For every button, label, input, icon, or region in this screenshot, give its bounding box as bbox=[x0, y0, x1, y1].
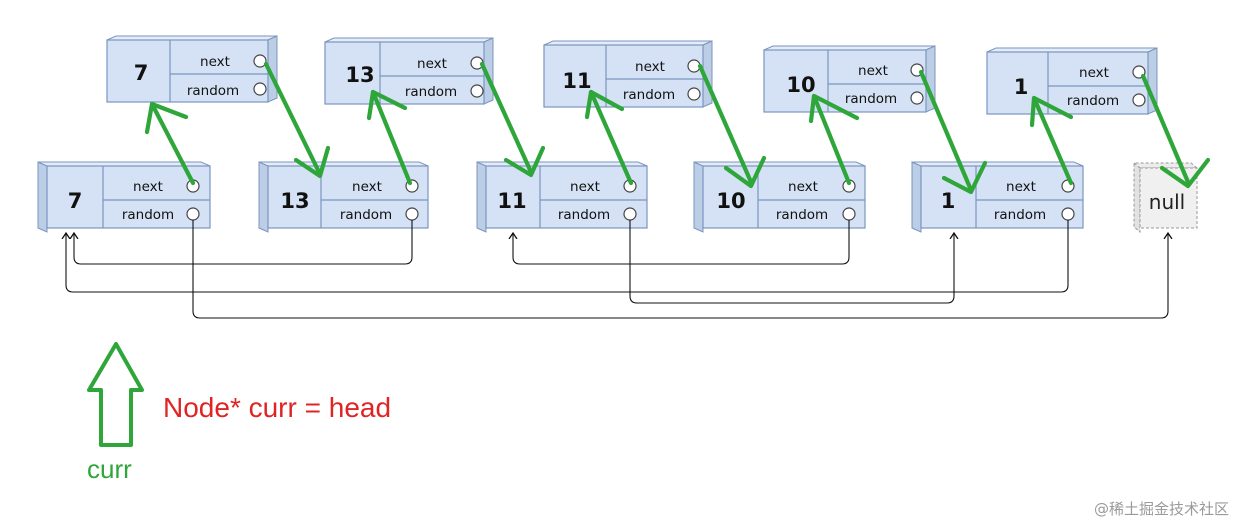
curr-pointer-arrow bbox=[87, 342, 144, 447]
next-label: next bbox=[352, 179, 382, 195]
original-node-7: 7 next random bbox=[37, 161, 211, 233]
next-label: next bbox=[133, 179, 163, 195]
random-label: random bbox=[122, 207, 174, 223]
original-node-13: 13 next random bbox=[258, 161, 429, 233]
next-label: next bbox=[788, 179, 818, 195]
random-link-10-to-11 bbox=[513, 220, 850, 265]
node-value: 1 bbox=[1014, 75, 1029, 99]
green-arrow-orig1-to-copy1 bbox=[1029, 95, 1074, 186]
random-pointer-circle bbox=[405, 207, 419, 221]
random-label: random bbox=[845, 91, 897, 107]
original-node-10: 10 next random bbox=[693, 161, 866, 233]
random-link-7-to-null bbox=[192, 220, 1168, 319]
null-label: null bbox=[1149, 190, 1185, 214]
random-pointer-circle bbox=[623, 207, 637, 221]
green-arrow-orig11-to-copy11 bbox=[584, 89, 634, 186]
random-pointer-circle bbox=[470, 84, 484, 98]
node-value: 1 bbox=[941, 189, 956, 213]
next-label: next bbox=[858, 63, 888, 79]
random-pointer-circle bbox=[910, 91, 924, 105]
watermark: @稀土掘金技术社区 bbox=[1093, 500, 1229, 518]
green-arrow-copy10-to-orig1 bbox=[918, 69, 988, 195]
green-arrows bbox=[87, 61, 1211, 447]
original-node-11: 11 next random bbox=[476, 161, 648, 233]
green-arrow-orig10-to-copy10 bbox=[808, 93, 860, 186]
random-pointer-circle bbox=[253, 82, 267, 96]
random-label: random bbox=[558, 207, 610, 223]
random-pointer-circle bbox=[186, 207, 200, 221]
random-pointer-circle bbox=[1132, 93, 1146, 107]
random-label: random bbox=[187, 83, 239, 99]
random-label: random bbox=[994, 207, 1046, 223]
curr-pointer-label: curr bbox=[87, 454, 132, 484]
node-value: 7 bbox=[134, 61, 149, 85]
node-value: 10 bbox=[786, 73, 815, 97]
green-arrow-copy11-to-orig10 bbox=[697, 63, 767, 189]
random-pointer-circle bbox=[842, 207, 856, 221]
random-link-13-to-7 bbox=[74, 220, 413, 265]
random-label: random bbox=[776, 207, 828, 223]
next-label: next bbox=[1006, 179, 1036, 195]
random-link-1-to-7 bbox=[66, 220, 1069, 293]
green-arrow-copy1-to-null bbox=[1140, 73, 1211, 189]
node-value: 11 bbox=[497, 189, 526, 213]
copied-node-1: 1 next random bbox=[986, 47, 1158, 115]
next-label: next bbox=[200, 54, 230, 70]
green-arrow-copy13-to-orig11 bbox=[479, 61, 546, 178]
random-label: random bbox=[1067, 93, 1119, 109]
copied-node-11: 11 next random bbox=[543, 40, 713, 108]
code-annotation: Node* curr = head bbox=[163, 392, 392, 423]
null-node: null bbox=[1132, 161, 1199, 234]
random-pointer-circle bbox=[687, 87, 701, 101]
random-links bbox=[66, 220, 1168, 319]
next-label: next bbox=[417, 56, 447, 72]
random-link-11-to-1 bbox=[629, 220, 954, 304]
random-pointer-circle bbox=[1061, 207, 1075, 221]
next-label: next bbox=[635, 59, 665, 75]
random-label: random bbox=[405, 84, 457, 100]
copied-node-7: 7 next random bbox=[106, 35, 278, 103]
next-label: next bbox=[570, 179, 600, 195]
node-value: 13 bbox=[280, 189, 309, 213]
node-value: 7 bbox=[68, 189, 83, 213]
copied-node-13: 13 next random bbox=[324, 37, 494, 105]
green-arrow-orig13-to-copy13 bbox=[366, 89, 413, 186]
random-label: random bbox=[623, 87, 675, 103]
green-arrow-orig7-to-copy7 bbox=[144, 101, 196, 186]
random-label: random bbox=[340, 207, 392, 223]
node-value: 10 bbox=[716, 189, 745, 213]
original-node-1: 1 next random bbox=[911, 161, 1084, 233]
next-pointer-circle bbox=[253, 54, 267, 68]
next-label: next bbox=[1079, 65, 1109, 81]
node-value: 13 bbox=[345, 63, 374, 87]
node-value: 11 bbox=[562, 69, 591, 93]
copied-node-10: 10 next random bbox=[763, 45, 936, 113]
green-arrow-copy7-to-orig13 bbox=[263, 61, 331, 179]
